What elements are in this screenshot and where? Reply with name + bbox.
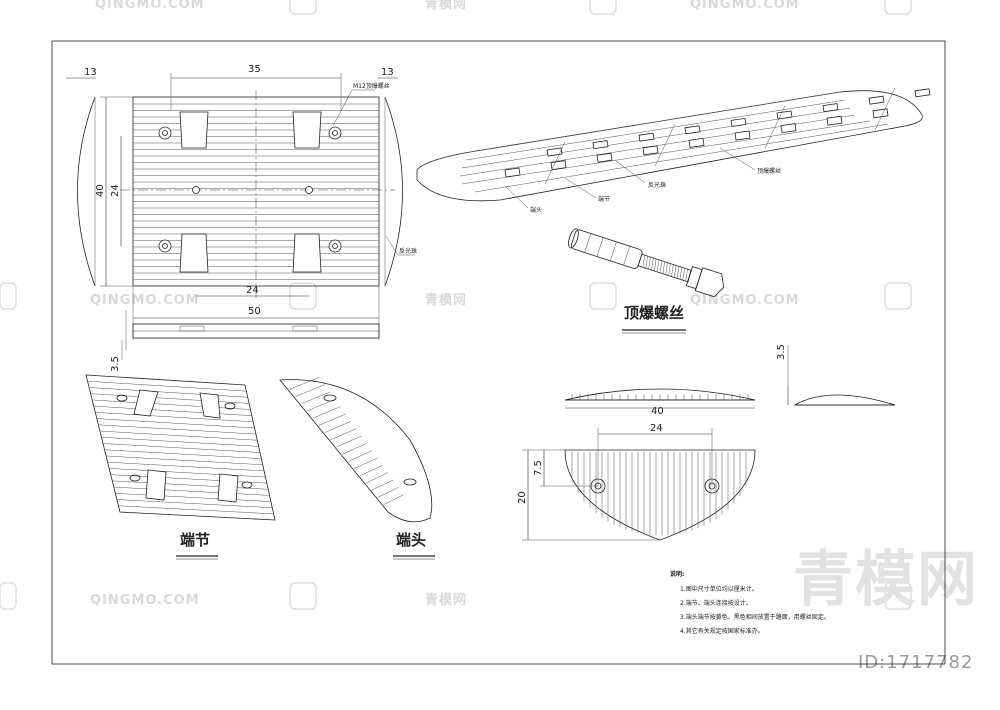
notes-block: 说明: 1.图中尺寸单位均以厘米计。 2.端节、端头连接按设计。 3.端头端节按… — [670, 570, 830, 635]
watermark-site-3: QINGMO.COM — [90, 593, 200, 608]
dim-persp-35: 3.5 — [110, 356, 121, 372]
dim-left-40: 40 — [95, 184, 106, 197]
watermark-big-logo: 青模网 — [793, 545, 979, 615]
dim-side-35: 3.5 — [776, 344, 787, 360]
title-bolt: 顶爆螺丝 — [624, 304, 684, 322]
watermark-logo-icon — [0, 0, 912, 610]
dim-top-35: 35 — [248, 64, 261, 75]
watermark-cn-1: 青模网 — [425, 292, 467, 308]
dim-left-24: 24 — [110, 184, 121, 197]
mid-section-perspective: 3.5 端节 — [85, 340, 276, 560]
dim-end-75: 7.5 — [533, 460, 544, 476]
label-end-piece: 端头 — [530, 206, 542, 214]
label-reflector: 反光珠 — [648, 181, 666, 189]
watermark-id: ID:1717782 — [858, 652, 973, 673]
label-mid-piece: 端节 — [598, 195, 610, 203]
plan-reflectors — [179, 111, 322, 273]
watermark-cn-2: 青模网 — [425, 592, 467, 608]
watermark-cn-3: 青模网 — [425, 0, 467, 12]
watermark-site-5: QINGMO.COM — [95, 0, 205, 12]
sheet-border — [51, 40, 946, 665]
dim-top-left: 13 — [84, 67, 97, 78]
plan-bolt-holes — [158, 126, 342, 253]
notes-heading: 说明: — [670, 570, 684, 578]
title-end-cap: 端头 — [396, 531, 426, 549]
watermark-site-4: QINGMO.COM — [690, 0, 800, 12]
note-4: 4.其它有关规定按国家标准办。 — [680, 627, 764, 635]
expansion-bolt-drawing: 顶爆螺丝 — [568, 228, 725, 334]
reflector-side-note: 反光珠 — [399, 247, 417, 255]
profile-right — [384, 96, 403, 287]
dim-mid-24: 24 — [246, 285, 259, 296]
end-cap-perspective: 端头 — [279, 377, 435, 560]
bolt-note-top: M12顶爆螺丝 — [353, 82, 390, 90]
dim-bottom-50: 50 — [248, 306, 261, 317]
dim-end-20: 20 — [517, 491, 528, 504]
plan-view: M12顶爆螺丝 反光珠 13 35 13 40 24 24 50 — [66, 64, 417, 350]
label-expansion-bolt: 顶爆螺丝 — [757, 167, 781, 175]
title-mid-section: 端节 — [180, 531, 210, 549]
dim-end-24: 24 — [650, 423, 663, 434]
end-cap-views: 40 24 20 7.5 3.5 — [517, 344, 896, 541]
dim-top-right: 13 — [381, 67, 394, 78]
dim-end-40: 40 — [651, 406, 664, 417]
note-1: 1.图中尺寸单位均以厘米计。 — [680, 585, 758, 593]
profile-left — [77, 96, 96, 287]
watermark-layer: QINGMO.COM QINGMO.COM QINGMO.COM QINGMO.… — [0, 0, 979, 673]
watermark-site-1: QINGMO.COM — [90, 293, 200, 308]
note-3: 3.端头端节按黄色、黑色相间放置于路面，用螺丝固定。 — [680, 613, 830, 621]
assembly-perspective: 端头 端节 反光珠 顶爆螺丝 — [416, 87, 931, 214]
watermark-site-2: QINGMO.COM — [690, 293, 800, 308]
note-2: 2.端节、端头连接按设计。 — [680, 599, 752, 607]
